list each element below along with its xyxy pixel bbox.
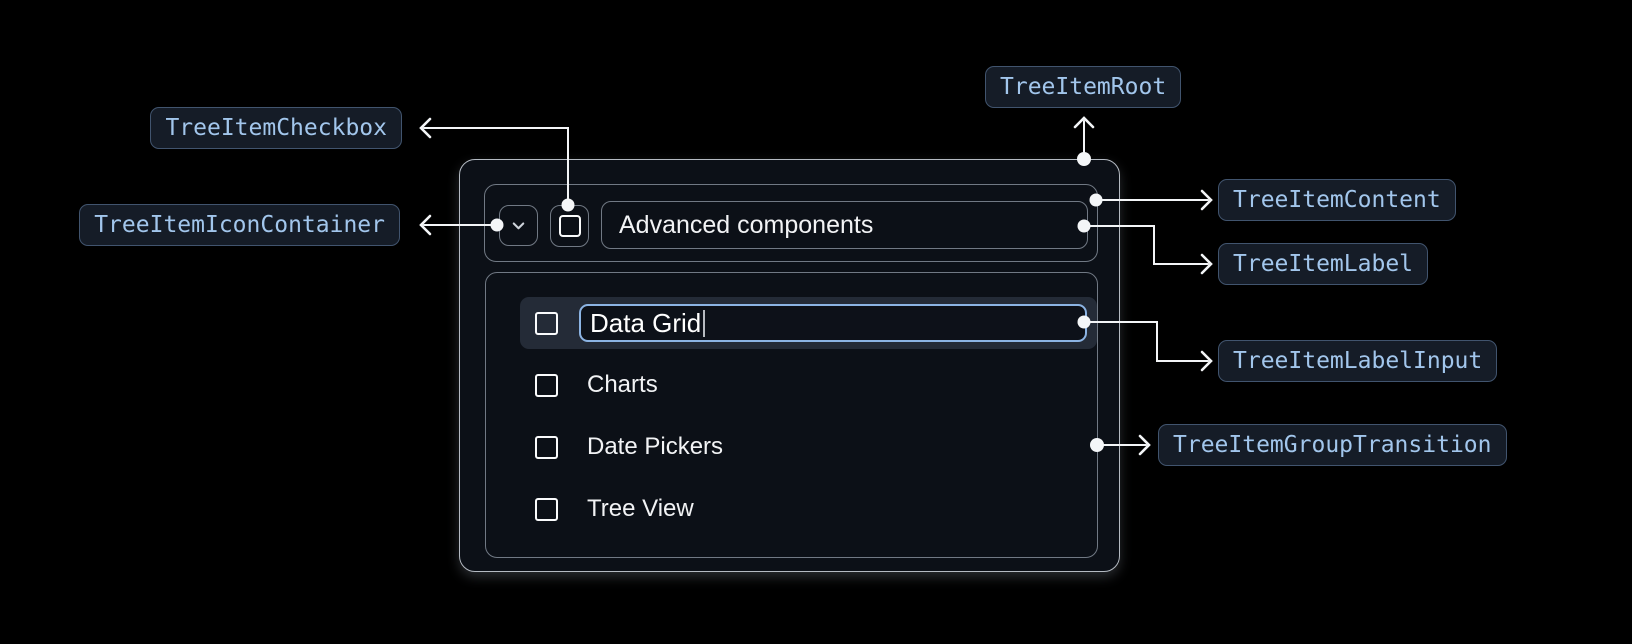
tree-item-group-transition: Data Grid Charts Date Pickers Tree View bbox=[485, 272, 1098, 558]
checkbox-unchecked-icon bbox=[558, 215, 581, 237]
annotation-tree-item-checkbox: TreeItemCheckbox bbox=[150, 107, 402, 149]
tree-item-label: Tree View bbox=[587, 495, 694, 522]
annotation-tree-item-group-transition: TreeItemGroupTransition bbox=[1158, 424, 1507, 466]
arrowhead-right bbox=[1138, 434, 1151, 456]
tree-item-label-input[interactable]: Data Grid bbox=[579, 304, 1087, 342]
text-cursor bbox=[703, 309, 706, 337]
parent-item-label: Advanced components bbox=[619, 210, 874, 239]
annotation-tree-item-root: TreeItemRoot bbox=[985, 66, 1182, 108]
arrowhead-right bbox=[1200, 189, 1213, 211]
tree-row-editing[interactable]: Data Grid bbox=[520, 297, 1097, 349]
checkbox-unchecked-icon[interactable] bbox=[535, 311, 558, 335]
label-input-value: Data Grid bbox=[590, 307, 702, 338]
connector-tree-item-root bbox=[1073, 116, 1095, 159]
annotation-tree-item-content: TreeItemContent bbox=[1218, 179, 1456, 221]
arrowhead-left bbox=[419, 214, 432, 236]
tree-row[interactable]: Tree View bbox=[520, 483, 1097, 535]
tree-item-label[interactable]: Advanced components bbox=[601, 201, 1088, 249]
annotation-tree-item-icon-container: TreeItemIconContainer bbox=[79, 204, 400, 246]
annotation-tree-item-label-input: TreeItemLabelInput bbox=[1218, 340, 1498, 382]
tree-item-root-panel: Advanced components Data Grid Charts Dat… bbox=[459, 159, 1120, 572]
tree-item-checkbox[interactable] bbox=[550, 205, 589, 247]
arrowhead-left bbox=[419, 117, 432, 139]
annotation-tree-item-label: TreeItemLabel bbox=[1218, 243, 1429, 285]
arrowhead-up bbox=[1073, 116, 1095, 129]
checkbox-unchecked-icon[interactable] bbox=[535, 373, 558, 397]
tree-item-icon-container[interactable] bbox=[499, 205, 538, 246]
tree-item-label: Date Pickers bbox=[587, 433, 724, 460]
chevron-down-icon bbox=[509, 216, 528, 235]
checkbox-unchecked-icon[interactable] bbox=[535, 435, 558, 459]
checkbox-unchecked-icon[interactable] bbox=[535, 497, 558, 521]
tree-row[interactable]: Date Pickers bbox=[520, 421, 1097, 473]
arrowhead-right bbox=[1200, 253, 1213, 275]
arrowhead-right bbox=[1200, 350, 1213, 372]
tree-item-content[interactable]: Advanced components bbox=[484, 184, 1098, 262]
tree-item-label: Charts bbox=[587, 371, 658, 398]
tree-row[interactable]: Charts bbox=[520, 359, 1097, 411]
